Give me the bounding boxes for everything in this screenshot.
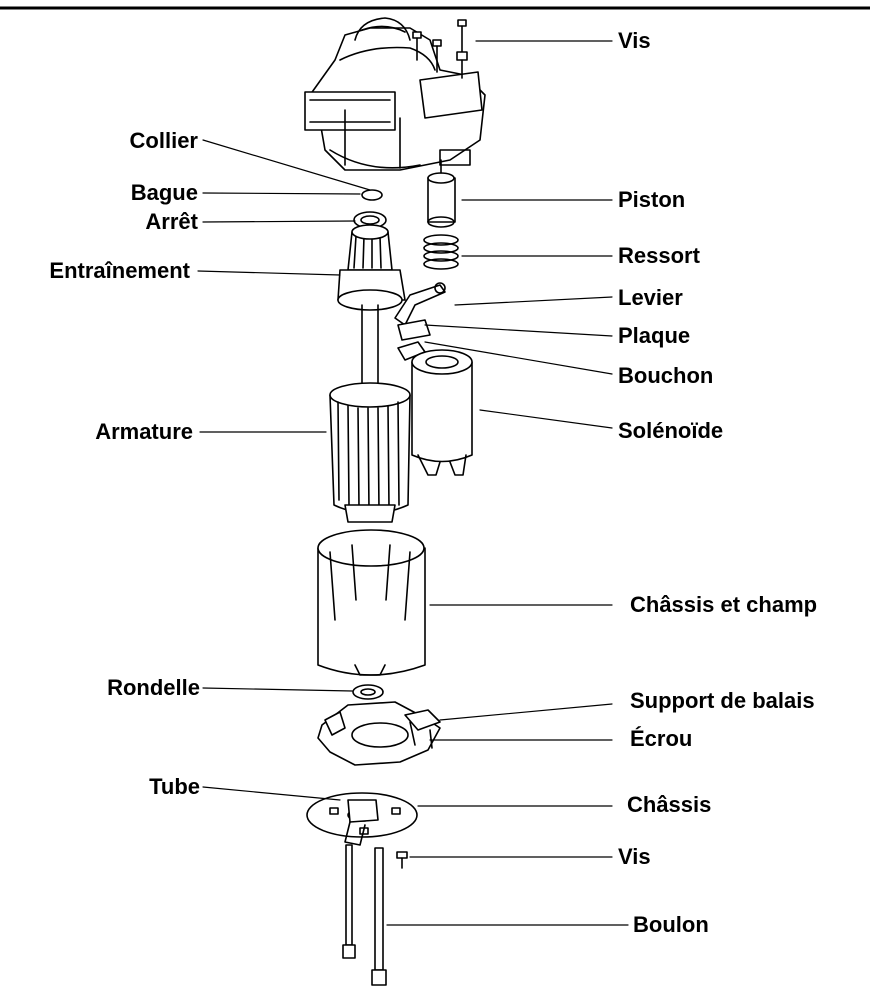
label-ecrou: Écrou bbox=[630, 726, 693, 751]
brush-holder-part bbox=[317, 701, 441, 766]
top-screws-part bbox=[412, 19, 468, 79]
field-frame-part bbox=[317, 529, 426, 676]
washer-part bbox=[352, 684, 384, 700]
label-armature: Armature bbox=[95, 419, 193, 444]
drive-pinion-part bbox=[337, 224, 406, 311]
label-bague: Bague bbox=[130, 180, 198, 205]
label-piston: Piston bbox=[618, 187, 686, 212]
collier-part bbox=[361, 189, 383, 201]
label-collier: Collier bbox=[129, 128, 198, 153]
bolts-part bbox=[342, 844, 387, 986]
solenoid-part bbox=[411, 349, 473, 476]
plate-part bbox=[397, 319, 431, 341]
drive-housing-part bbox=[304, 17, 486, 171]
armature-part bbox=[329, 382, 411, 523]
label-vis-top: Vis bbox=[618, 28, 651, 53]
label-vis-bottom: Vis bbox=[618, 844, 651, 869]
label-ressort: Ressort bbox=[618, 243, 700, 268]
label-chassis-et-champ: Châssis et champ bbox=[630, 592, 818, 617]
label-solenoide: Solénoïde bbox=[618, 418, 724, 443]
label-chassis: Châssis bbox=[627, 792, 712, 817]
right-leader-lines bbox=[386, 40, 629, 926]
label-support-de-balais: Support de balais bbox=[630, 688, 815, 713]
spring-part bbox=[423, 234, 459, 270]
bottom-screw-part bbox=[396, 851, 408, 869]
left-leader-lines bbox=[197, 139, 371, 801]
label-plaque: Plaque bbox=[618, 323, 691, 348]
label-rondelle: Rondelle bbox=[107, 675, 200, 700]
label-arret: Arrêt bbox=[145, 209, 198, 234]
label-entrainement: Entraînement bbox=[49, 258, 190, 283]
label-boulon: Boulon bbox=[633, 912, 709, 937]
label-bouchon: Bouchon bbox=[618, 363, 714, 388]
piston-part bbox=[427, 159, 456, 228]
end-frame-part bbox=[306, 792, 418, 846]
label-tube: Tube bbox=[149, 774, 200, 799]
label-levier: Levier bbox=[618, 285, 683, 310]
